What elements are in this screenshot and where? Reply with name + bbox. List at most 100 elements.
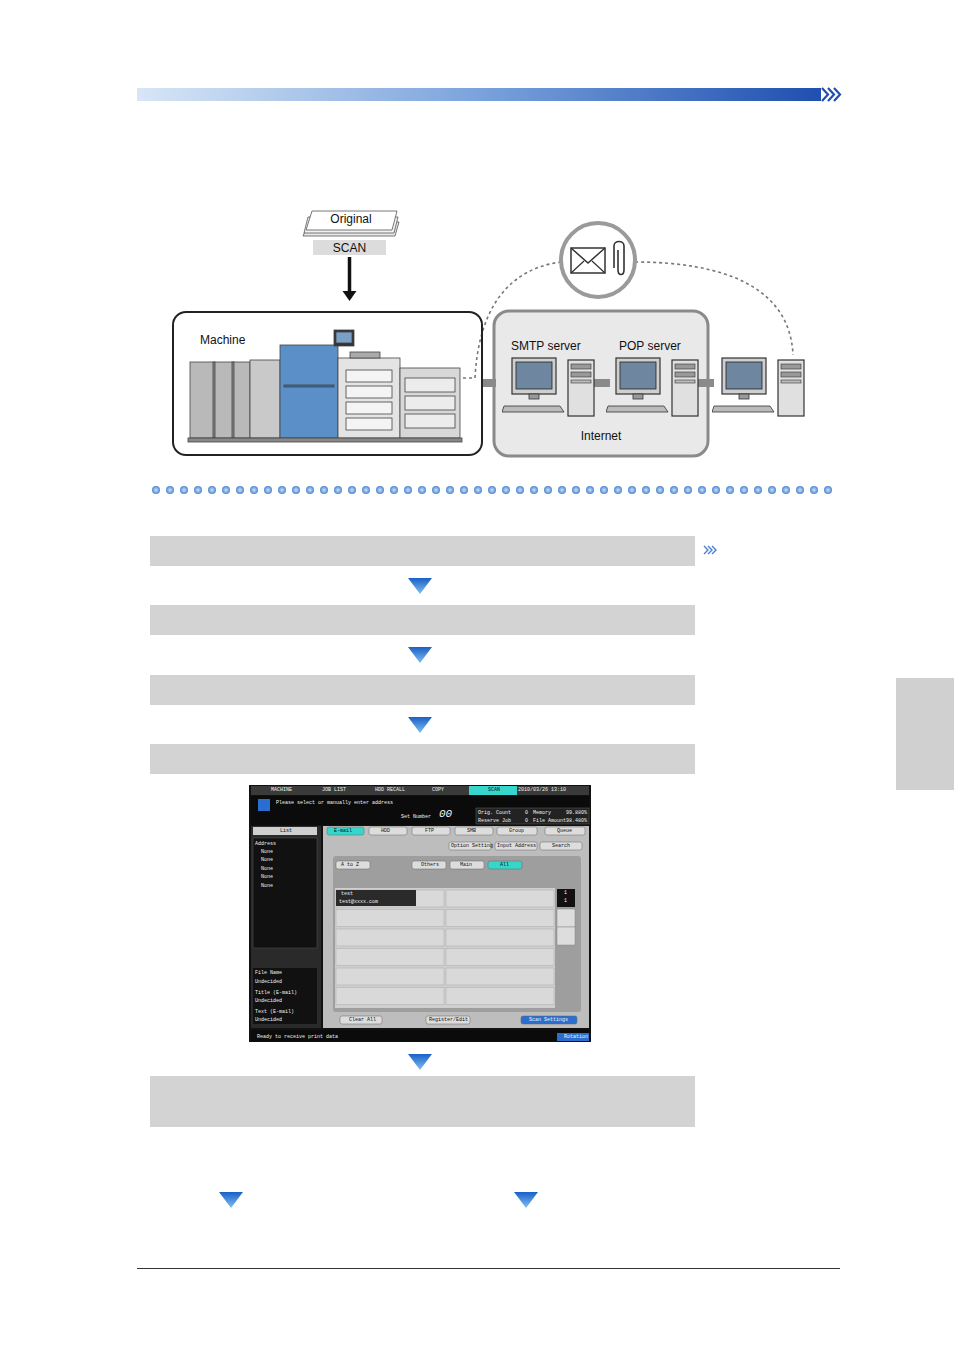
screen-label: Main [460,862,472,868]
dot [348,486,356,494]
screen-label: Text (E-mail) [255,1009,294,1015]
dot [166,486,174,494]
dot [558,486,566,494]
screen-label: None [261,866,273,872]
screen-label: Undecided [255,979,282,985]
dot [740,486,748,494]
dot [208,486,216,494]
dot [516,486,524,494]
screen-label: Undecided [255,998,282,1004]
ui-button [540,842,582,850]
dot [376,486,384,494]
ui-button [450,861,484,869]
screen-label: COPY [432,787,444,793]
screen-label: Ready to receive print data [257,1034,338,1040]
screen-label: Clear All [349,1017,376,1023]
ui-button [369,827,407,835]
dot [446,486,454,494]
dot [264,486,272,494]
screen-label: E-mail [334,828,352,834]
screen-label: Address [255,841,276,847]
ui-button [426,1016,470,1024]
paper-stack: Original [305,209,397,229]
dot [404,486,412,494]
node-text: Internet [581,429,622,443]
dot [614,486,622,494]
screen-label: Queue [557,828,572,834]
screen-label: Undecided [255,1017,282,1023]
list-cell [446,929,554,946]
screen-label: 99.880% [566,810,587,816]
list-cell [446,968,554,985]
dot [544,486,552,494]
dot [306,486,314,494]
screen-label: test@xxxx.com [339,899,378,905]
flow-arrow [343,257,357,301]
node-text: Machine [200,333,245,347]
screen-label: None [261,849,273,855]
scan-band: SCAN [313,240,386,255]
screen-label: List [280,828,292,834]
list-cell [336,890,444,907]
screen-label: Search [552,843,570,849]
list-cell [446,890,554,907]
node-text: Original [330,212,371,226]
ui-button [340,1016,382,1024]
dot [488,486,496,494]
dot [474,486,482,494]
list-cell [336,910,444,927]
screen-label: Input Address [497,843,536,849]
machine-box: Machine [172,311,483,456]
ui-button [412,861,446,869]
screen-label: All [500,862,509,868]
list-cell [336,949,444,966]
list-cell [446,988,554,1005]
arrow-shaft [348,257,352,292]
dot [642,486,650,494]
list-cell [446,949,554,966]
dot [698,486,706,494]
dot [390,486,398,494]
screen-label: SMB [467,828,476,834]
dot [768,486,776,494]
dot [250,486,258,494]
screen-label: 0 [525,818,528,824]
screen-label: 2010/03/26 13:10 [518,787,566,793]
screen-label: Register/Edit [429,1017,468,1023]
dot [222,486,230,494]
dot [460,486,468,494]
screen-label: 98.480% [566,818,587,824]
server-caption: POP server [607,338,702,358]
dot [418,486,426,494]
node-text: SMTP server [511,339,581,353]
screen-label: MACHINE [271,787,292,793]
ui-button [488,861,522,869]
list-cell [446,910,554,927]
screen-label: File Amount [533,818,566,824]
dot [334,486,342,494]
screen-label: SCAN [488,787,500,793]
screen-label: 1 [564,898,567,904]
screen-label: Please select or manually enter address [276,800,393,806]
dot [236,486,244,494]
dot [670,486,678,494]
node-text: SCAN [333,241,366,255]
screen-label: 00 [439,808,452,821]
node-text: POP server [619,339,681,353]
dot [600,486,608,494]
dot [180,486,188,494]
screen-label: None [261,883,273,889]
dot [586,486,594,494]
screen-label: HDD RECALL [375,787,405,793]
dot [292,486,300,494]
server-caption: SMTP server [505,338,600,358]
dot [362,486,370,494]
list-cell [336,929,444,946]
ui-button [455,827,493,835]
ui-button [545,827,585,835]
screen-label: Option Setting [451,843,493,849]
ui-button [412,827,450,835]
screen-label: JOB LIST [322,787,346,793]
internet-box: Internet SMTP server POP server [493,310,709,457]
